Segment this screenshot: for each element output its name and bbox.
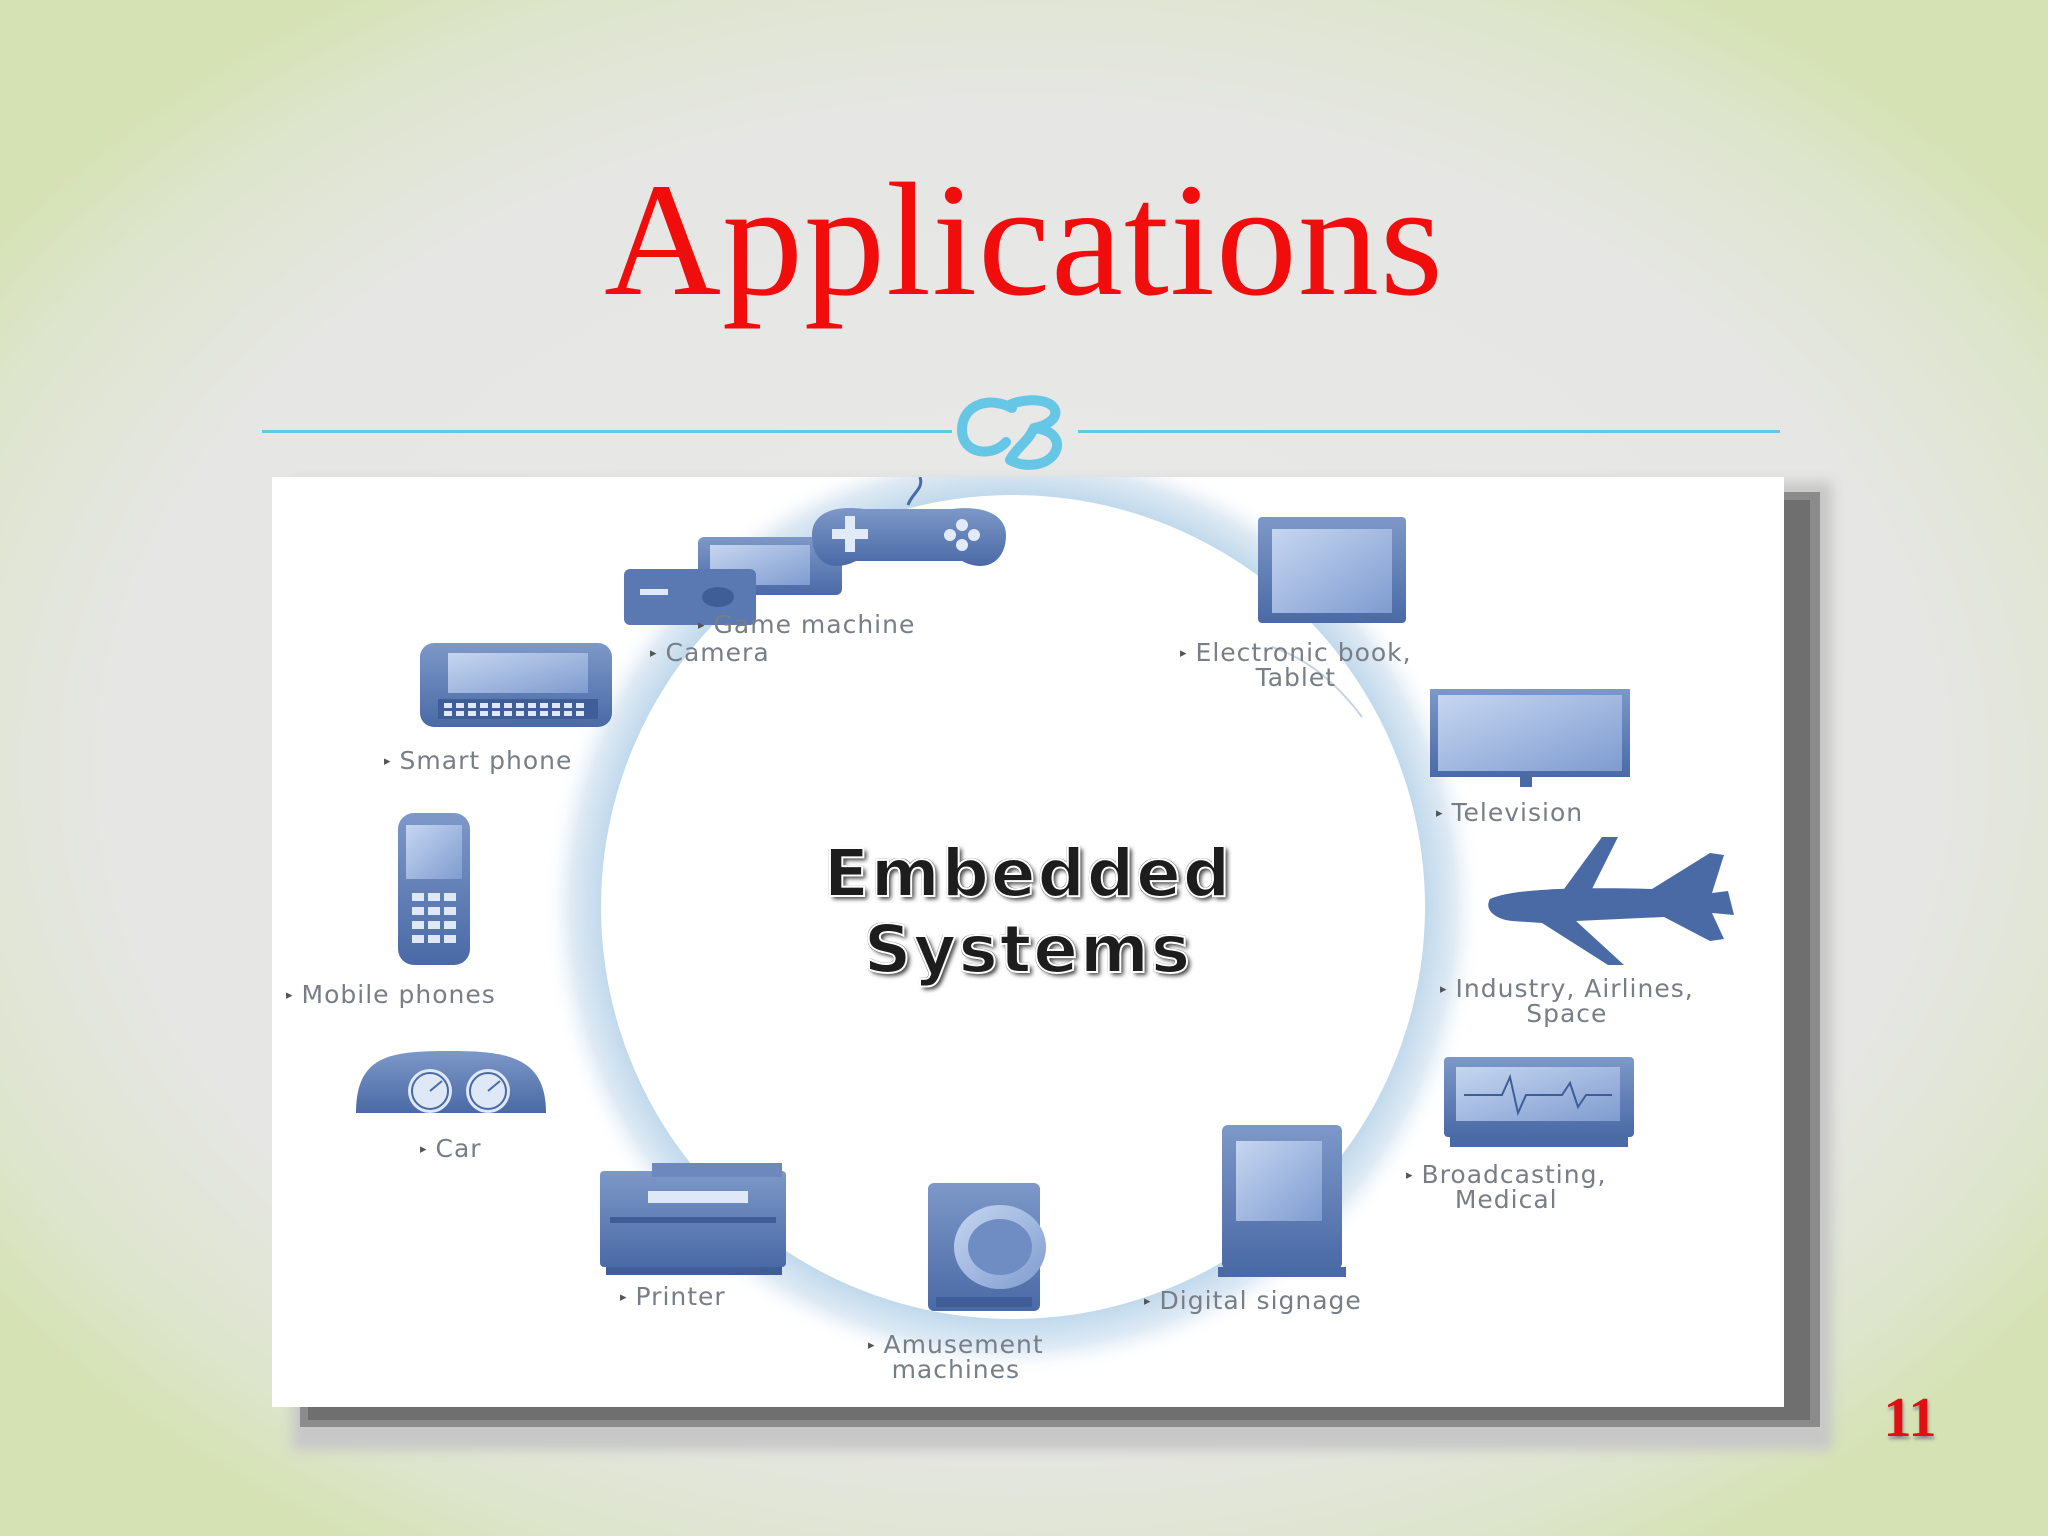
center-title-line-2: Systems	[863, 910, 1193, 989]
arcade-machine-icon	[928, 1183, 1046, 1311]
airplane-icon	[1488, 837, 1734, 965]
label-car: ▸Car	[420, 1134, 482, 1163]
mobile-phone-icon	[398, 813, 470, 965]
medical-monitor-icon	[1444, 1057, 1634, 1147]
center-circle	[601, 495, 1425, 1319]
tablet-icon	[1258, 517, 1406, 623]
label-printer: ▸Printer	[620, 1282, 726, 1311]
title-divider-right	[1078, 430, 1780, 433]
label-digital-signage: ▸Digital signage	[1144, 1286, 1362, 1315]
smart-phone-icon	[420, 643, 612, 727]
center-title-line-1: Embedded	[823, 834, 1233, 913]
label-mobile-phones: ▸Mobile phones	[286, 980, 496, 1009]
digital-signage-icon	[1218, 1125, 1346, 1277]
page-number: 11	[1883, 1387, 1937, 1449]
divider-ornament-icon	[950, 378, 1080, 478]
label-smart-phone: ▸Smart phone	[384, 746, 573, 775]
title-divider-left	[262, 430, 952, 433]
label-industry-airlines-space: ▸Industry, Airlines,Space	[1440, 974, 1694, 1028]
label-camera: ▸Camera	[650, 638, 770, 667]
embedded-systems-diagram: ▸Game machine ▸Electronic book,Tablet ▸T…	[272, 477, 1784, 1407]
label-broadcasting-medical: ▸Broadcasting,Medical	[1406, 1160, 1607, 1214]
game-controller-icon	[812, 477, 1006, 566]
label-electronic-book: ▸Electronic book,Tablet	[1180, 638, 1412, 692]
slide-title: Applications	[604, 151, 1444, 330]
television-icon	[1430, 689, 1630, 787]
car-dashboard-icon	[356, 1051, 546, 1113]
label-television: ▸Television	[1436, 798, 1584, 827]
diagram-artwork	[356, 477, 1734, 1377]
camera-icon	[624, 537, 842, 625]
printer-icon	[600, 1163, 786, 1275]
label-game-machine: ▸Game machine	[698, 610, 916, 639]
